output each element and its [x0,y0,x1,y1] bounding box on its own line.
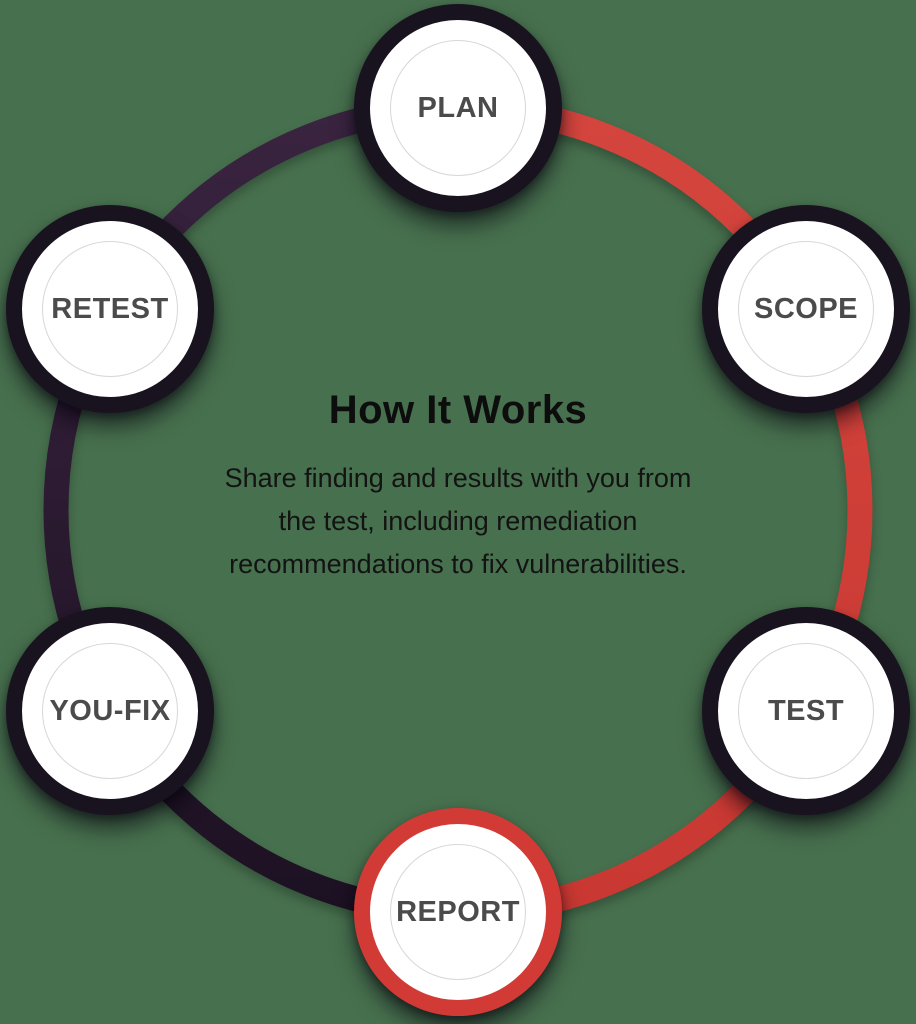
inner-circle [738,241,874,377]
diagram-title: How It Works [328,388,588,432]
step-label-you-fix: YOU-FIX [49,694,171,727]
step-node-retest: RETEST [6,205,214,413]
inner-circle [390,844,526,980]
step-node-report: REPORT [354,808,562,1016]
inner-circle [42,643,178,779]
description-line-3: recommendations to fix vulnerabilities. [229,549,687,579]
inner-circle [390,40,526,176]
step-label-report: REPORT [396,895,520,928]
step-label-test: TEST [767,694,845,727]
step-label-scope: SCOPE [753,292,859,325]
inner-circle [42,241,178,377]
description-line-1: Share finding and results with you from [224,463,692,493]
center-text-block: How It Works Share finding and results w… [138,388,778,586]
step-label-retest: RETEST [51,292,169,325]
step-node-plan: PLAN [354,4,562,212]
arc-dark-left [43,95,459,925]
step-node-test: TEST [702,607,910,815]
step-node-you-fix: YOU-FIX [6,607,214,815]
inner-circle [738,643,874,779]
step-node-scope: SCOPE [702,205,910,413]
diagram-description: Share finding and results with you from … [138,457,778,586]
description-line-2: the test, including remediation [278,506,638,536]
arc-red-right [457,95,873,925]
step-label-plan: PLAN [417,91,499,124]
